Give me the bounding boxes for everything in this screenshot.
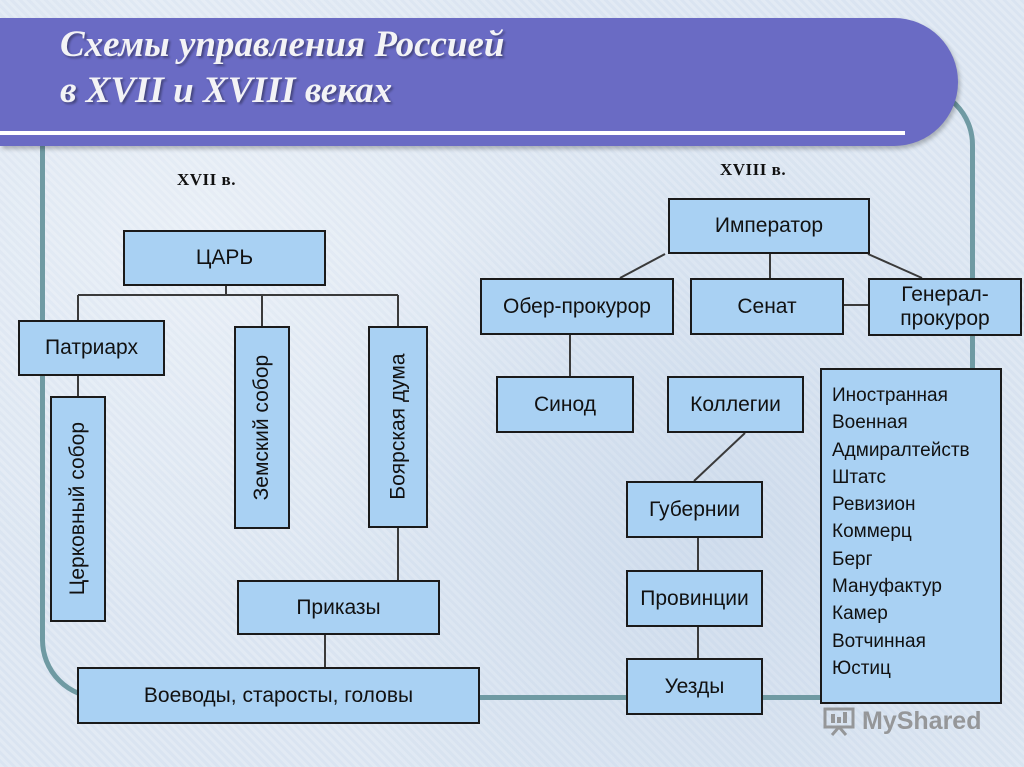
title-banner: [0, 18, 958, 146]
page-title: Схемы управления Россией в XVII и XVIII …: [60, 22, 505, 114]
uezdy-label: Уезды: [664, 674, 725, 698]
colleges-list-box: Иностранная Военная Адмиралтейств Штатс …: [820, 368, 1002, 704]
church-council-box: Церковный собор: [50, 396, 106, 622]
boyar-duma-box: Боярская дума: [368, 326, 428, 528]
prikazy-label: Приказы: [296, 595, 381, 619]
college-item: Юстиц: [832, 657, 891, 679]
college-item: Камер: [832, 603, 888, 625]
collegia-box: Коллегии: [667, 376, 804, 433]
gubernii-box: Губернии: [626, 481, 763, 538]
college-item: Коммерц: [832, 521, 912, 543]
college-item: Штатс: [832, 466, 887, 488]
college-item: Берг: [832, 548, 873, 570]
general-procurator-label: Генерал-прокурор: [900, 282, 990, 330]
synod-box: Синод: [496, 376, 634, 433]
college-item: Адмиралтейств: [832, 439, 970, 461]
patriarch-box: Патриарх: [18, 320, 165, 376]
prikazy-box: Приказы: [237, 580, 440, 635]
title-line-2: в XVII и XVIII веках: [60, 70, 393, 111]
voevody-label: Воеводы, старосты, головы: [143, 683, 414, 707]
era-label-18: XVIII в.: [720, 160, 787, 179]
collegia-label: Коллегии: [690, 392, 781, 416]
voevody-box: Воеводы, старосты, головы: [77, 667, 480, 724]
patriarch-label: Патриарх: [45, 336, 138, 360]
tsar-label: ЦАРЬ: [195, 246, 254, 270]
boyar-duma-label: Боярская дума: [386, 353, 410, 501]
ober-procurator-box: Обер-прокурор: [480, 278, 674, 335]
college-item: Мануфактур: [832, 576, 942, 598]
title-line-1: Схемы управления Россией: [60, 24, 505, 65]
emperor-box: Император: [668, 198, 870, 254]
college-item: Иностранная: [832, 385, 948, 406]
era-label-17: XVII в.: [177, 170, 236, 189]
zemsky-sobor-label: Земский собор: [250, 354, 274, 501]
college-item: Вотчинная: [832, 630, 926, 652]
provinces-label: Провинции: [640, 586, 749, 610]
presentation-icon: [823, 707, 855, 736]
general-procurator-box: Генерал-прокурор: [868, 278, 1022, 336]
tsar-box: ЦАРЬ: [123, 230, 326, 286]
synod-label: Синод: [534, 392, 596, 416]
watermark: MyShared: [822, 703, 981, 739]
uezdy-box: Уезды: [626, 658, 763, 715]
gubernii-label: Губернии: [649, 497, 740, 521]
senate-label: Сенат: [737, 294, 797, 318]
ober-procurator-label: Обер-прокурор: [503, 294, 651, 318]
senate-box: Сенат: [690, 278, 844, 335]
provinces-box: Провинции: [626, 570, 763, 627]
zemsky-sobor-box: Земский собор: [234, 326, 290, 529]
watermark-text: MyShared: [862, 706, 982, 735]
college-item: Ревизион: [832, 494, 916, 516]
college-item: Военная: [832, 412, 908, 434]
church-council-label: Церковный собор: [66, 422, 90, 596]
title-underline: [0, 131, 905, 135]
emperor-label: Император: [714, 214, 824, 238]
